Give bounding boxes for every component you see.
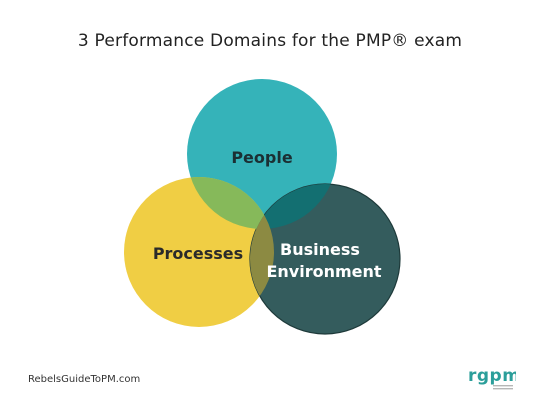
business-label-line2: Environment: [266, 262, 381, 281]
people-label: People: [231, 148, 293, 167]
processes-label: Processes: [153, 244, 243, 263]
website-url: RebelsGuideToPM.com: [28, 374, 141, 385]
people-processes-overlap: [187, 177, 274, 229]
logo-text: rgpm: [468, 366, 516, 386]
rgpm-logo: rgpm: [468, 366, 516, 390]
people-business-overlap: [250, 184, 337, 229]
page-title: 3 Performance Domains for the PMP® exam: [77, 31, 463, 51]
business-label-line1: Business: [280, 240, 360, 259]
